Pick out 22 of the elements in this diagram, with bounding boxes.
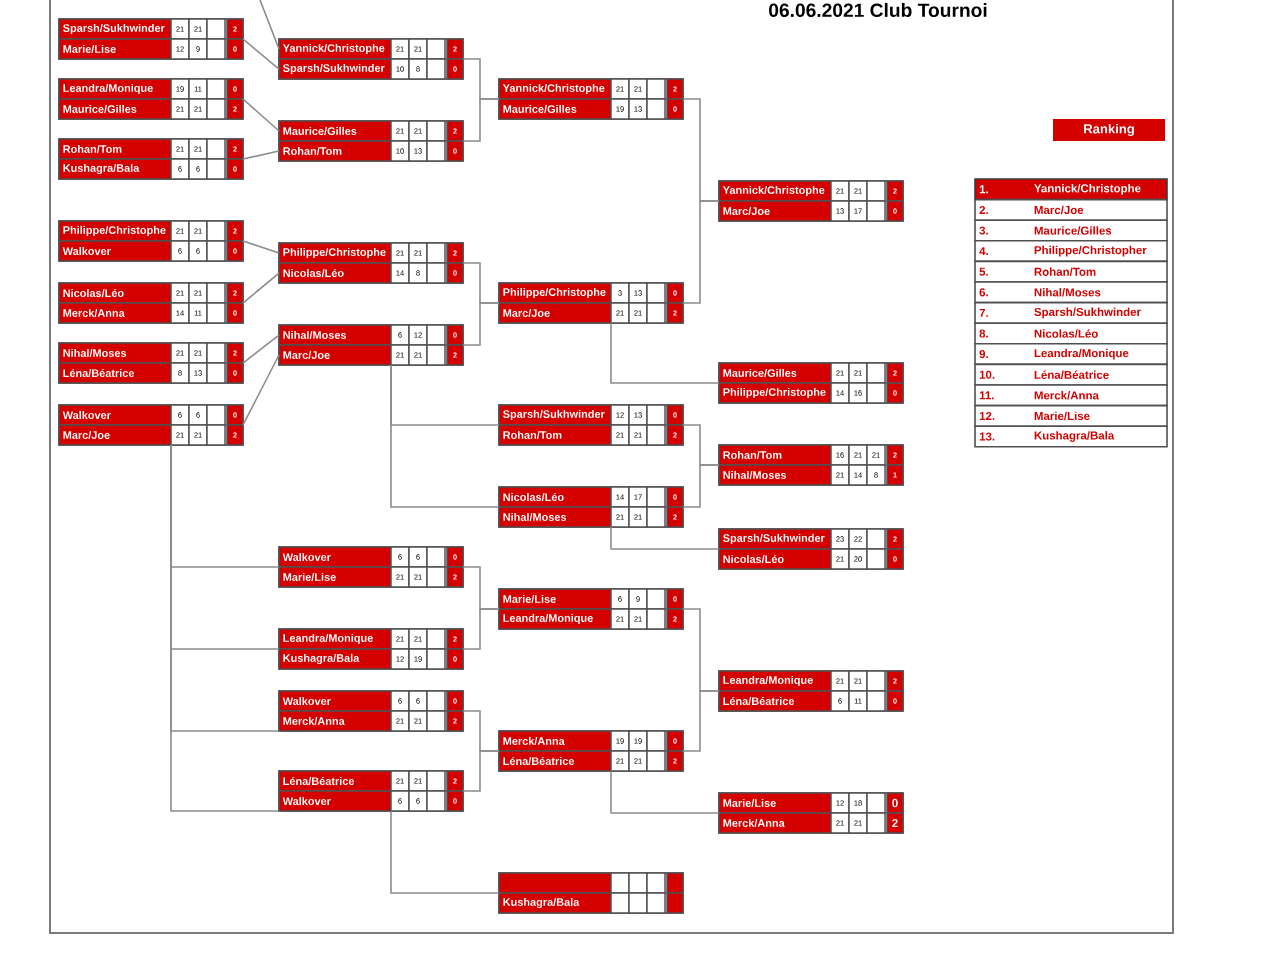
bracket-line — [390, 364, 500, 508]
bracket-line — [610, 770, 720, 814]
bracket-line — [610, 526, 720, 550]
bracket-line — [462, 750, 500, 792]
bracket-line — [170, 444, 280, 812]
bracket-line — [682, 690, 720, 752]
connector-line — [242, 98, 280, 132]
connector-line — [259, 0, 280, 50]
connector-line — [242, 334, 280, 364]
connector-line — [242, 240, 280, 254]
bracket-line — [462, 98, 500, 142]
bracket-line — [682, 200, 720, 304]
connector-line — [242, 150, 280, 160]
bracket-line — [462, 608, 500, 650]
bracket-line — [682, 464, 720, 508]
bracket-line — [610, 322, 720, 384]
connector-line — [242, 354, 280, 426]
connector-line — [242, 38, 280, 70]
bracket-line — [462, 302, 500, 346]
bracket-line — [390, 810, 500, 894]
connector-line — [242, 272, 280, 304]
title: 06.06.2021 Club Tournoi — [769, 2, 987, 18]
